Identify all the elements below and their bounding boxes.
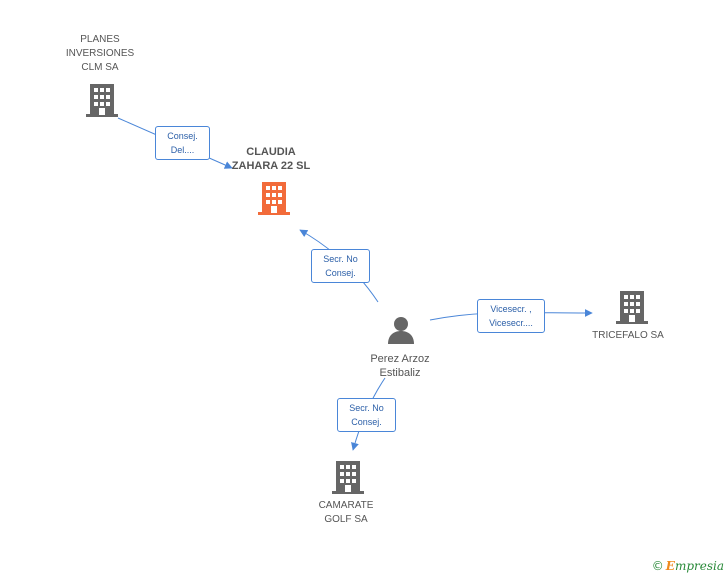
building-icon[interactable] [616, 291, 648, 324]
edge-label-perez-claudia[interactable]: Secr. No Consej. [311, 249, 370, 283]
node-label-tricefalo[interactable]: TRICEFALO SA [592, 330, 664, 341]
copyright-icon: © [651, 559, 664, 573]
node-label-perez[interactable]: Perez Arzoz Estibaliz [370, 353, 430, 379]
edge-label-perez-tricefalo[interactable]: Vicesecr. , Vicesecr.... [477, 299, 545, 333]
node-label-planes[interactable]: PLANES INVERSIONES CLM SA [65, 34, 135, 73]
edge-label-perez-camarate[interactable]: Secr. No Consej. [337, 398, 396, 432]
node-label-camarate[interactable]: CAMARATE GOLF SA [318, 500, 374, 525]
person-icon[interactable] [388, 317, 414, 344]
node-label-claudia[interactable]: CLAUDIA ZAHARA 22 SL [231, 146, 311, 172]
edge-label-planes-claudia[interactable]: Consej. Del.... [155, 126, 210, 160]
brand-logo-text: mpresia [674, 559, 724, 573]
building-icon-highlight[interactable] [258, 182, 290, 215]
building-icon[interactable] [332, 461, 364, 494]
building-icon[interactable] [86, 84, 118, 117]
brand-logo-initial: E [665, 559, 675, 573]
brand-footer: ©Empresia [652, 559, 724, 573]
